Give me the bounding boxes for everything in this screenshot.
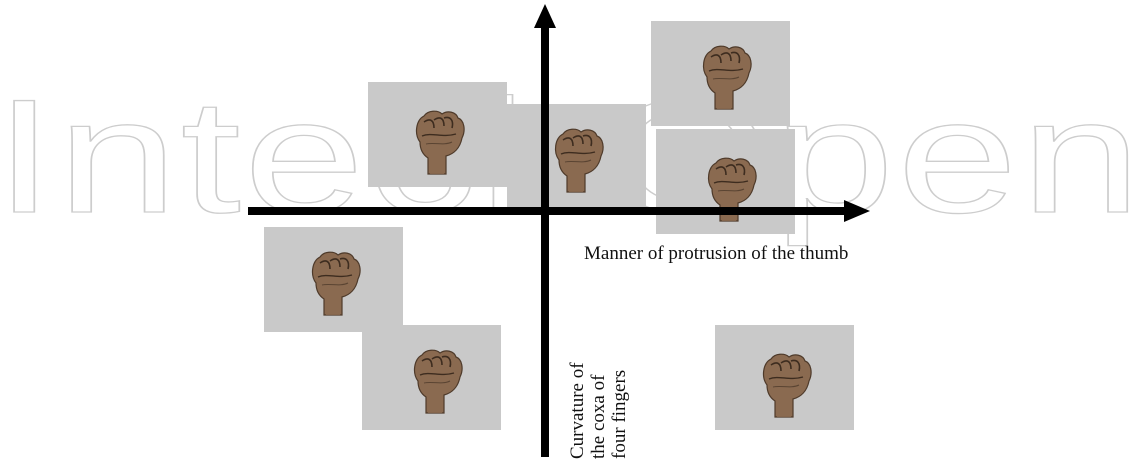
y-axis-label-line-3: four fingers — [609, 369, 630, 459]
fist-icon — [415, 110, 465, 175]
y-axis-label: Curvature of the coxa of four fingers — [567, 339, 643, 459]
fist-icon — [762, 353, 812, 418]
fist-icon — [413, 349, 463, 414]
x-axis-label: Manner of protrusion of the thumb — [584, 243, 849, 264]
y-axis-label-line-1: Curvature of — [567, 362, 588, 459]
fist-icon — [702, 45, 752, 110]
hand-photo — [264, 227, 403, 332]
hand-photo — [507, 104, 646, 209]
hand-photo — [656, 129, 795, 234]
y-axis-label-line-2: the coxa of — [588, 374, 609, 459]
hand-photo — [651, 21, 790, 126]
hand-photo — [715, 325, 854, 430]
hand-photo — [362, 325, 501, 430]
fist-icon — [311, 251, 361, 316]
x-axis-arrowhead — [844, 200, 870, 222]
y-axis-arrowhead — [534, 4, 556, 28]
fist-icon — [554, 128, 604, 193]
hand-photo — [368, 82, 507, 187]
